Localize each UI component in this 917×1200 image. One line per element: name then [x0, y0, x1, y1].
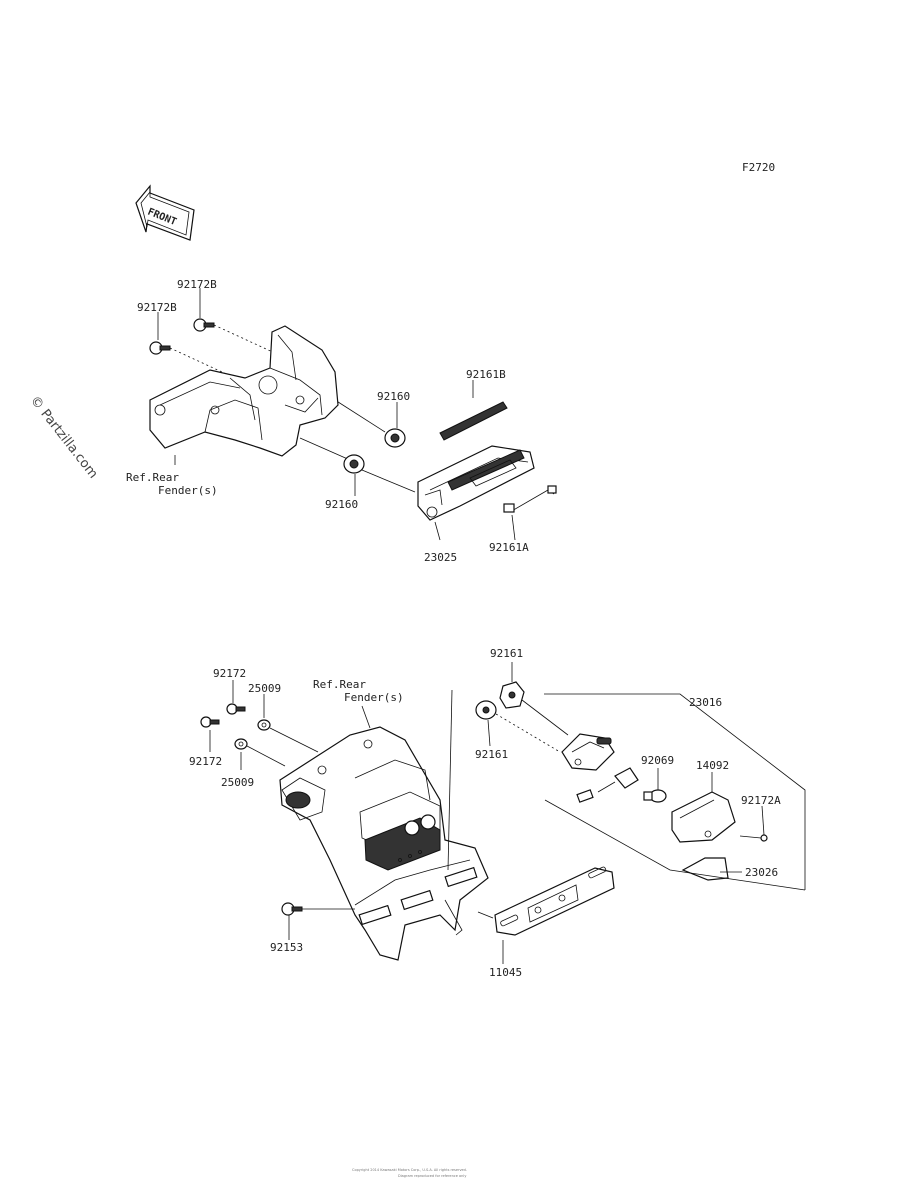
grommet-92160-a [384, 428, 406, 448]
callout-92161b: 92161B [466, 368, 506, 381]
figure-code: F2720 [742, 161, 775, 174]
bolt-92153 [281, 902, 303, 916]
callout-92172-top: 92172 [213, 667, 246, 680]
callout-14092: 14092 [696, 759, 729, 772]
bolt-92172-b [200, 716, 220, 728]
callout-fender-upper: Fender(s) [158, 484, 218, 497]
pad-92161b [439, 401, 508, 441]
screw-92172a [739, 834, 768, 842]
bolt-92172b-a [149, 341, 171, 355]
lens-14092 [671, 791, 736, 843]
front-arrow-icon: FRONT [135, 184, 195, 241]
watermark: © Partzilla.com [27, 393, 101, 481]
lower-assembly [200, 681, 806, 961]
callout-92172b-top: 92172B [177, 278, 217, 291]
callout-92172b-left: 92172B [137, 301, 177, 314]
license-bracket [279, 726, 489, 961]
reflector-23026 [681, 857, 729, 881]
callout-11045: 11045 [489, 966, 522, 979]
plate-11045 [494, 866, 615, 936]
grommet-92161-b [475, 700, 497, 720]
callout-ref-rear-lower: Ref.Rear [313, 678, 366, 691]
callout-23026: 23026 [745, 866, 778, 879]
callout-25009-lower: 25009 [221, 776, 254, 789]
callout-23025: 23025 [424, 551, 457, 564]
rear-fender-frame [149, 325, 339, 457]
callout-92160-upper: 92160 [377, 390, 410, 403]
tail-lamp-23025 [417, 445, 535, 521]
callout-ref-rear-upper: Ref.Rear [126, 471, 179, 484]
grommet-92160-b [343, 454, 365, 474]
callout-92161-top: 92161 [490, 647, 523, 660]
bulb-92069 [643, 789, 667, 803]
footer-line-1: Copyright 2014 Kawasaki Motors Corp., U.… [352, 1168, 467, 1172]
callout-fender-lower: Fender(s) [344, 691, 404, 704]
upper-assembly [149, 318, 557, 521]
washer-25009-a [257, 719, 271, 731]
callout-92161a: 92161A [489, 541, 529, 554]
footer-line-2: Diagram reproduced for reference only [398, 1174, 466, 1178]
callout-92172a: 92172A [741, 794, 781, 807]
callout-23016: 23016 [689, 696, 722, 709]
callout-92172-lower: 92172 [189, 755, 222, 768]
license-light-23016 [561, 733, 615, 771]
bolt-92172b-b [193, 318, 215, 332]
callout-25009-top: 25009 [248, 682, 281, 695]
bolt-92172-a [226, 703, 246, 715]
callout-92153: 92153 [270, 941, 303, 954]
callout-labels: 92172B 92172B 92161B 92160 92160 Ref.Rea… [126, 278, 781, 979]
washer-25009-b [234, 738, 248, 750]
callout-92069: 92069 [641, 754, 674, 767]
connector-92161a [503, 485, 557, 513]
socket-wire [576, 767, 639, 803]
grommet-92161-a [499, 681, 525, 709]
callout-92161-mid: 92161 [475, 748, 508, 761]
callout-92160-lower: 92160 [325, 498, 358, 511]
